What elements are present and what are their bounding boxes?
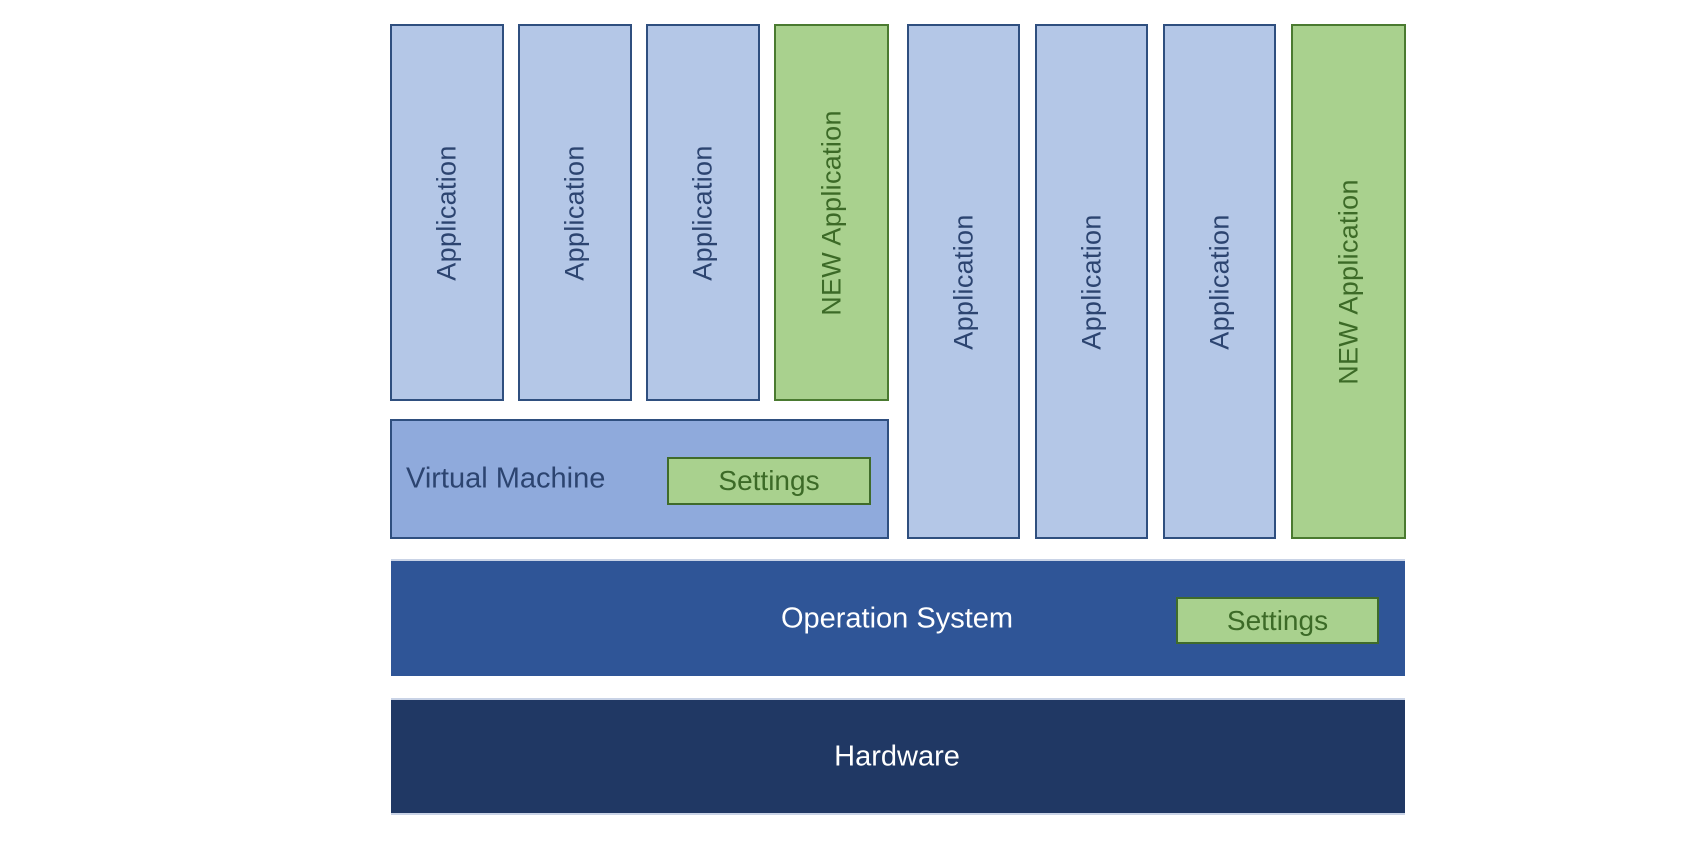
host-new-application-label: NEW Application <box>1333 178 1363 385</box>
vm-application-2[interactable]: Application <box>518 24 632 401</box>
vm-settings-button[interactable]: Settings <box>667 457 871 505</box>
operating-system-layer[interactable]: Operation System Settings <box>391 559 1405 676</box>
vm-application-2-label: Application <box>559 144 590 281</box>
os-settings-button[interactable]: Settings <box>1176 597 1379 644</box>
vm-application-1[interactable]: Application <box>390 24 504 401</box>
host-new-application[interactable]: NEW Application <box>1291 24 1406 539</box>
hardware-layer[interactable]: Hardware <box>391 698 1405 815</box>
vm-new-application[interactable]: NEW Application <box>774 24 889 401</box>
host-application-3-label: Application <box>1204 213 1234 350</box>
os-settings-label: Settings <box>1226 604 1329 636</box>
vm-application-3[interactable]: Application <box>646 24 760 401</box>
vm-application-1-label: Application <box>431 144 462 281</box>
host-application-3[interactable]: Application <box>1163 24 1276 539</box>
virtual-machine-label: Virtual Machine <box>406 462 606 495</box>
vm-settings-label: Settings <box>718 465 820 496</box>
host-application-1-label: Application <box>948 213 978 350</box>
host-application-2[interactable]: Application <box>1035 24 1148 539</box>
host-application-2-label: Application <box>1076 213 1106 350</box>
vm-application-3-label: Application <box>687 144 718 281</box>
operating-system-label: Operation System <box>780 602 1014 634</box>
vm-new-application-label: NEW Application <box>816 109 846 316</box>
host-application-1[interactable]: Application <box>907 24 1020 539</box>
virtual-machine-layer[interactable]: Virtual Machine Settings <box>390 419 889 539</box>
hardware-label: Hardware <box>834 740 960 772</box>
